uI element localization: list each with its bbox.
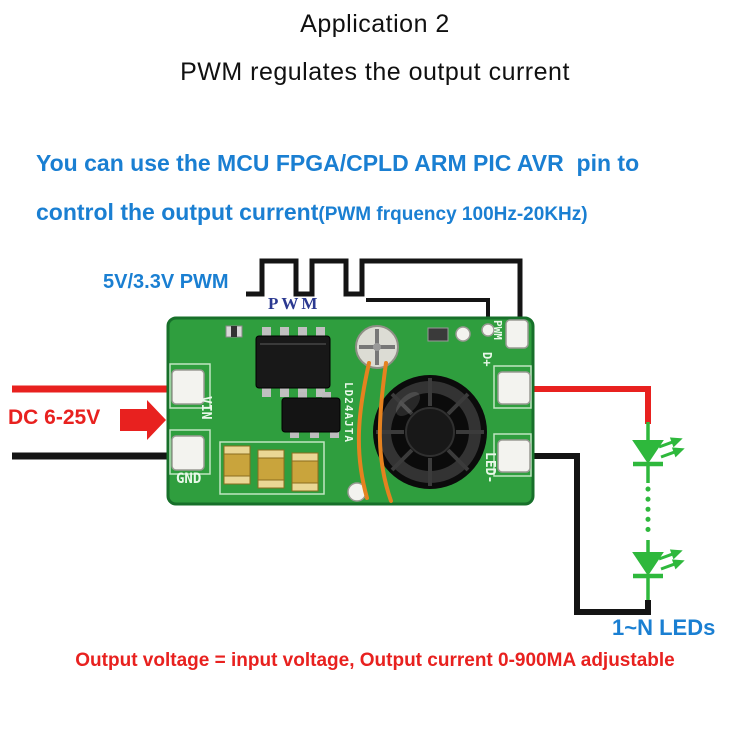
- trimmer-pot: [355, 325, 399, 369]
- via-2: [481, 323, 495, 337]
- led-emission-arrow-icon: [658, 549, 683, 561]
- footer-note: Output voltage = input voltage, Output c…: [75, 650, 675, 671]
- led-symbol: [632, 422, 685, 483]
- led-emission-arrow-icon: [660, 559, 685, 571]
- dc-input-label: DC 6-25V: [8, 406, 101, 429]
- page-title: Application 2: [300, 10, 450, 38]
- leds-count-label: 1~N LEDs: [612, 615, 716, 640]
- silkscreen-vin-label: VIN: [198, 396, 213, 420]
- pwm-wire-top: [374, 258, 523, 334]
- led-emission-arrow-icon: [658, 437, 683, 449]
- capacitor: [291, 452, 319, 492]
- pad-led-plus: [497, 371, 531, 405]
- output-wire-red: [530, 386, 651, 424]
- dc-input-arrow-icon: [120, 400, 166, 440]
- capacitor: [223, 445, 251, 485]
- capacitor: [257, 449, 285, 489]
- silkscreen-chip-label: LD24AJTA: [342, 382, 355, 443]
- pwm-signal-label: 5V/3.3V PWM: [103, 271, 229, 293]
- description-line2-main: control the output current: [36, 199, 319, 225]
- description-line2: control the output current(PWM frquency …: [36, 199, 588, 226]
- silkscreen-dplus-label: D+: [480, 352, 494, 367]
- pwm-waveform: [246, 258, 374, 297]
- capacitors: [223, 445, 319, 492]
- led-symbol: [632, 540, 685, 600]
- pot-wires-orange: [356, 361, 393, 503]
- silkscreen-ledminus-label: LED-: [482, 452, 497, 484]
- led-emission-arrow-icon: [660, 447, 685, 459]
- silkscreen-outlines: [169, 363, 532, 495]
- pad-vin: [171, 369, 205, 405]
- pad-led-minus: [497, 439, 531, 473]
- output-wire-black: [530, 453, 651, 615]
- pad-pwm: [505, 319, 529, 349]
- smd-parts: [225, 325, 449, 342]
- pad-gnd: [171, 435, 205, 471]
- solder-pads: [171, 319, 531, 502]
- pcb-board: [166, 316, 535, 506]
- silkscreen-gnd-label: GND: [176, 471, 202, 487]
- description-line1: You can use the MCU FPGA/CPLD ARM PIC AV…: [36, 150, 640, 176]
- description-line2-note: (PWM frquency 100Hz-20KHz): [318, 204, 588, 225]
- via-1: [455, 326, 471, 342]
- ic-small: [281, 392, 341, 438]
- pwm-wave-caption: PWM: [268, 294, 321, 313]
- page-subtitle: PWM regulates the output current: [180, 58, 570, 86]
- inductor: [373, 375, 487, 489]
- ic-main: [255, 327, 331, 397]
- silkscreen-pwm-label: PWM: [491, 320, 504, 340]
